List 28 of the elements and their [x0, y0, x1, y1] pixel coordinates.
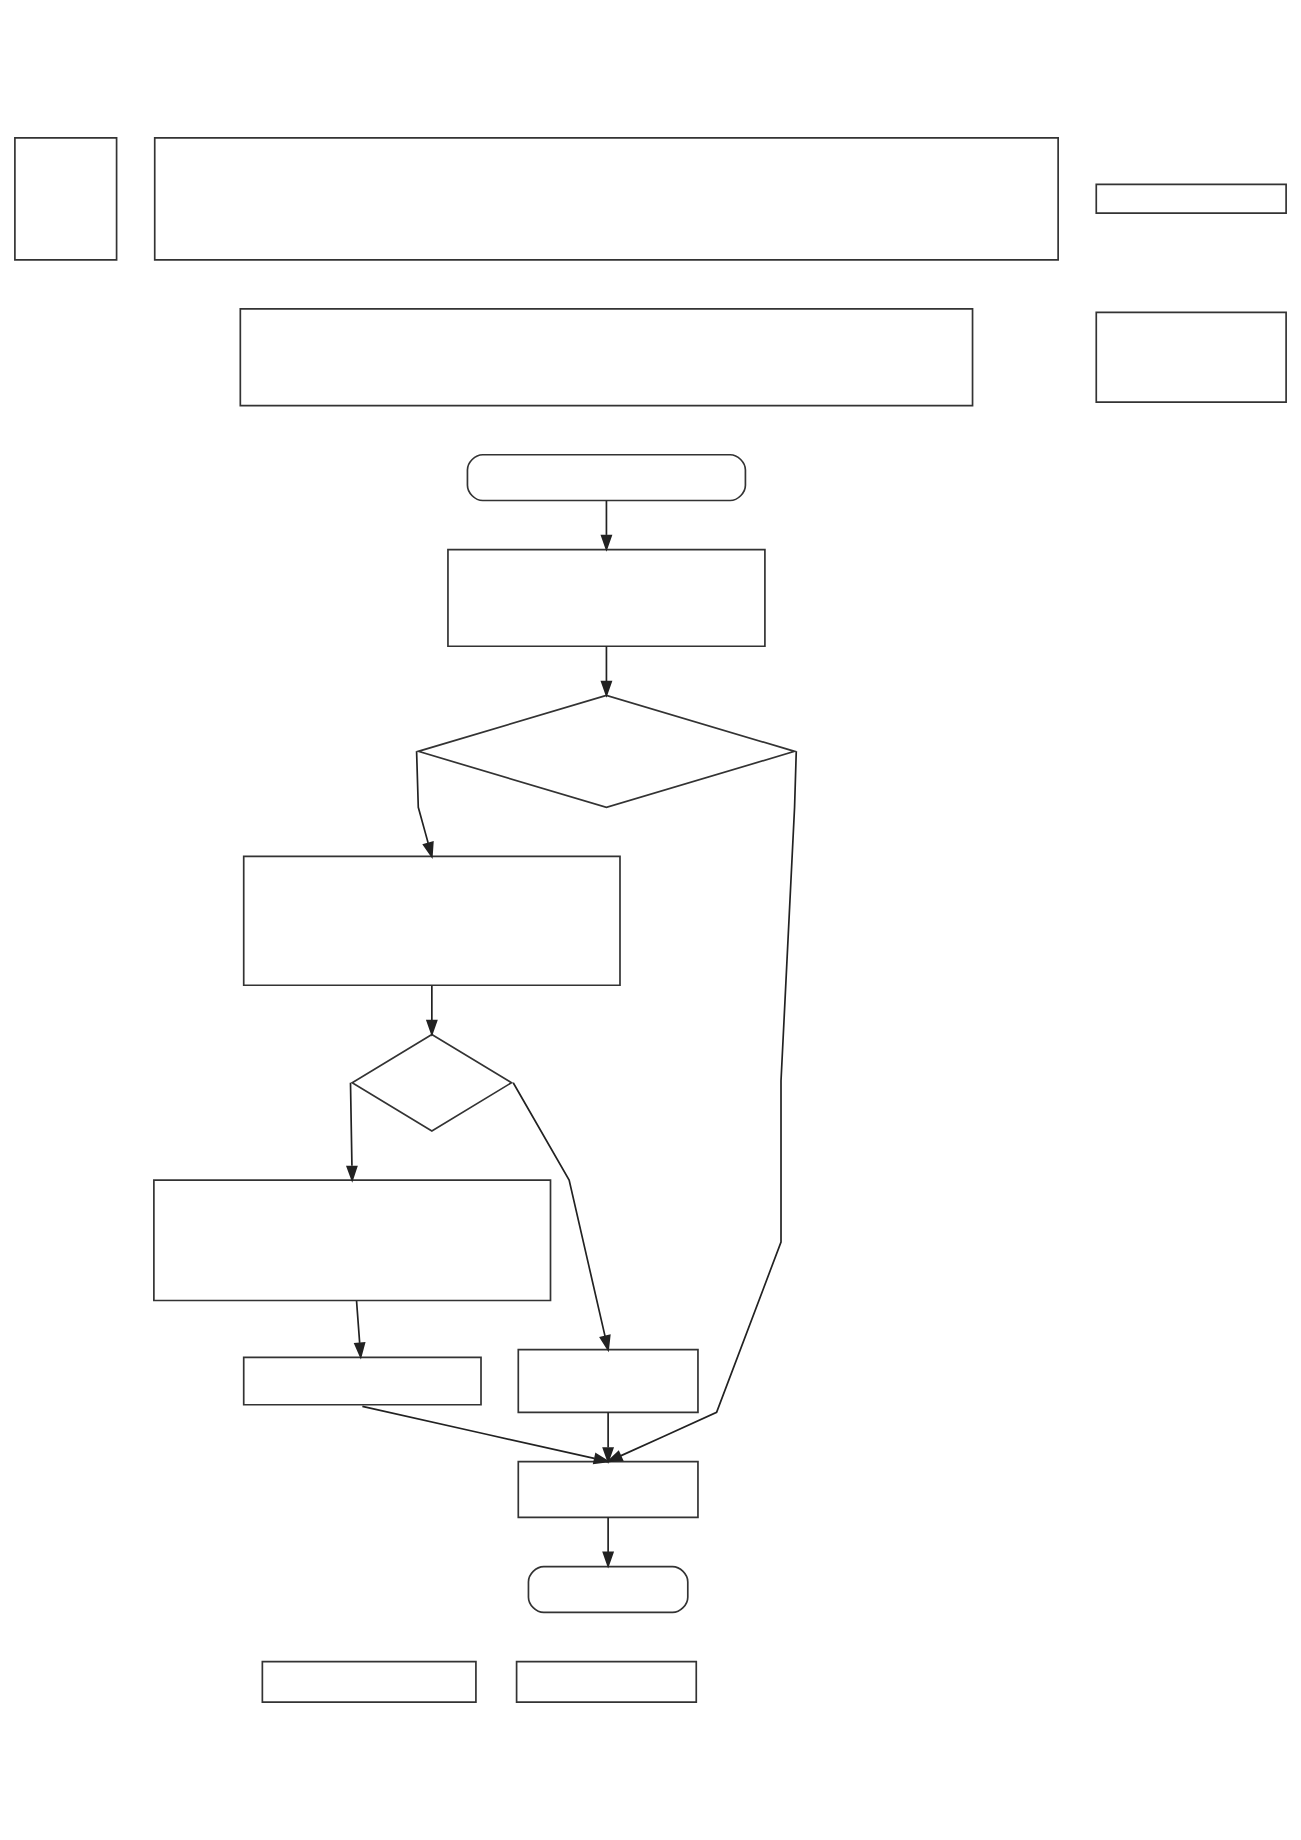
- arrow: [602, 1411, 615, 1465]
- arrow: [353, 1300, 366, 1360]
- node-box: [14, 136, 118, 261]
- node-box: [515, 1660, 698, 1704]
- node-oval: [466, 453, 747, 502]
- node-diamond: [350, 1033, 514, 1132]
- node-box: [242, 855, 621, 987]
- arrow: [602, 1516, 615, 1569]
- node-box: [153, 1179, 552, 1302]
- node-box: [1095, 183, 1287, 215]
- node-box: [1095, 311, 1287, 404]
- node-box: [153, 136, 1059, 261]
- arrow: [605, 750, 798, 1463]
- arrow: [346, 1081, 358, 1183]
- node-box: [517, 1348, 699, 1414]
- node-box: [242, 1356, 482, 1406]
- arrow: [415, 750, 434, 859]
- node-box: [447, 548, 766, 648]
- arrow: [512, 1081, 611, 1353]
- arrow: [361, 1405, 611, 1465]
- node-diamond: [415, 694, 798, 809]
- node-box: [261, 1660, 477, 1704]
- node-oval: [527, 1565, 689, 1614]
- node-box: [239, 308, 974, 407]
- node-box: [517, 1460, 699, 1519]
- arrow: [425, 984, 438, 1037]
- arrow: [600, 645, 613, 698]
- arrow: [600, 499, 613, 552]
